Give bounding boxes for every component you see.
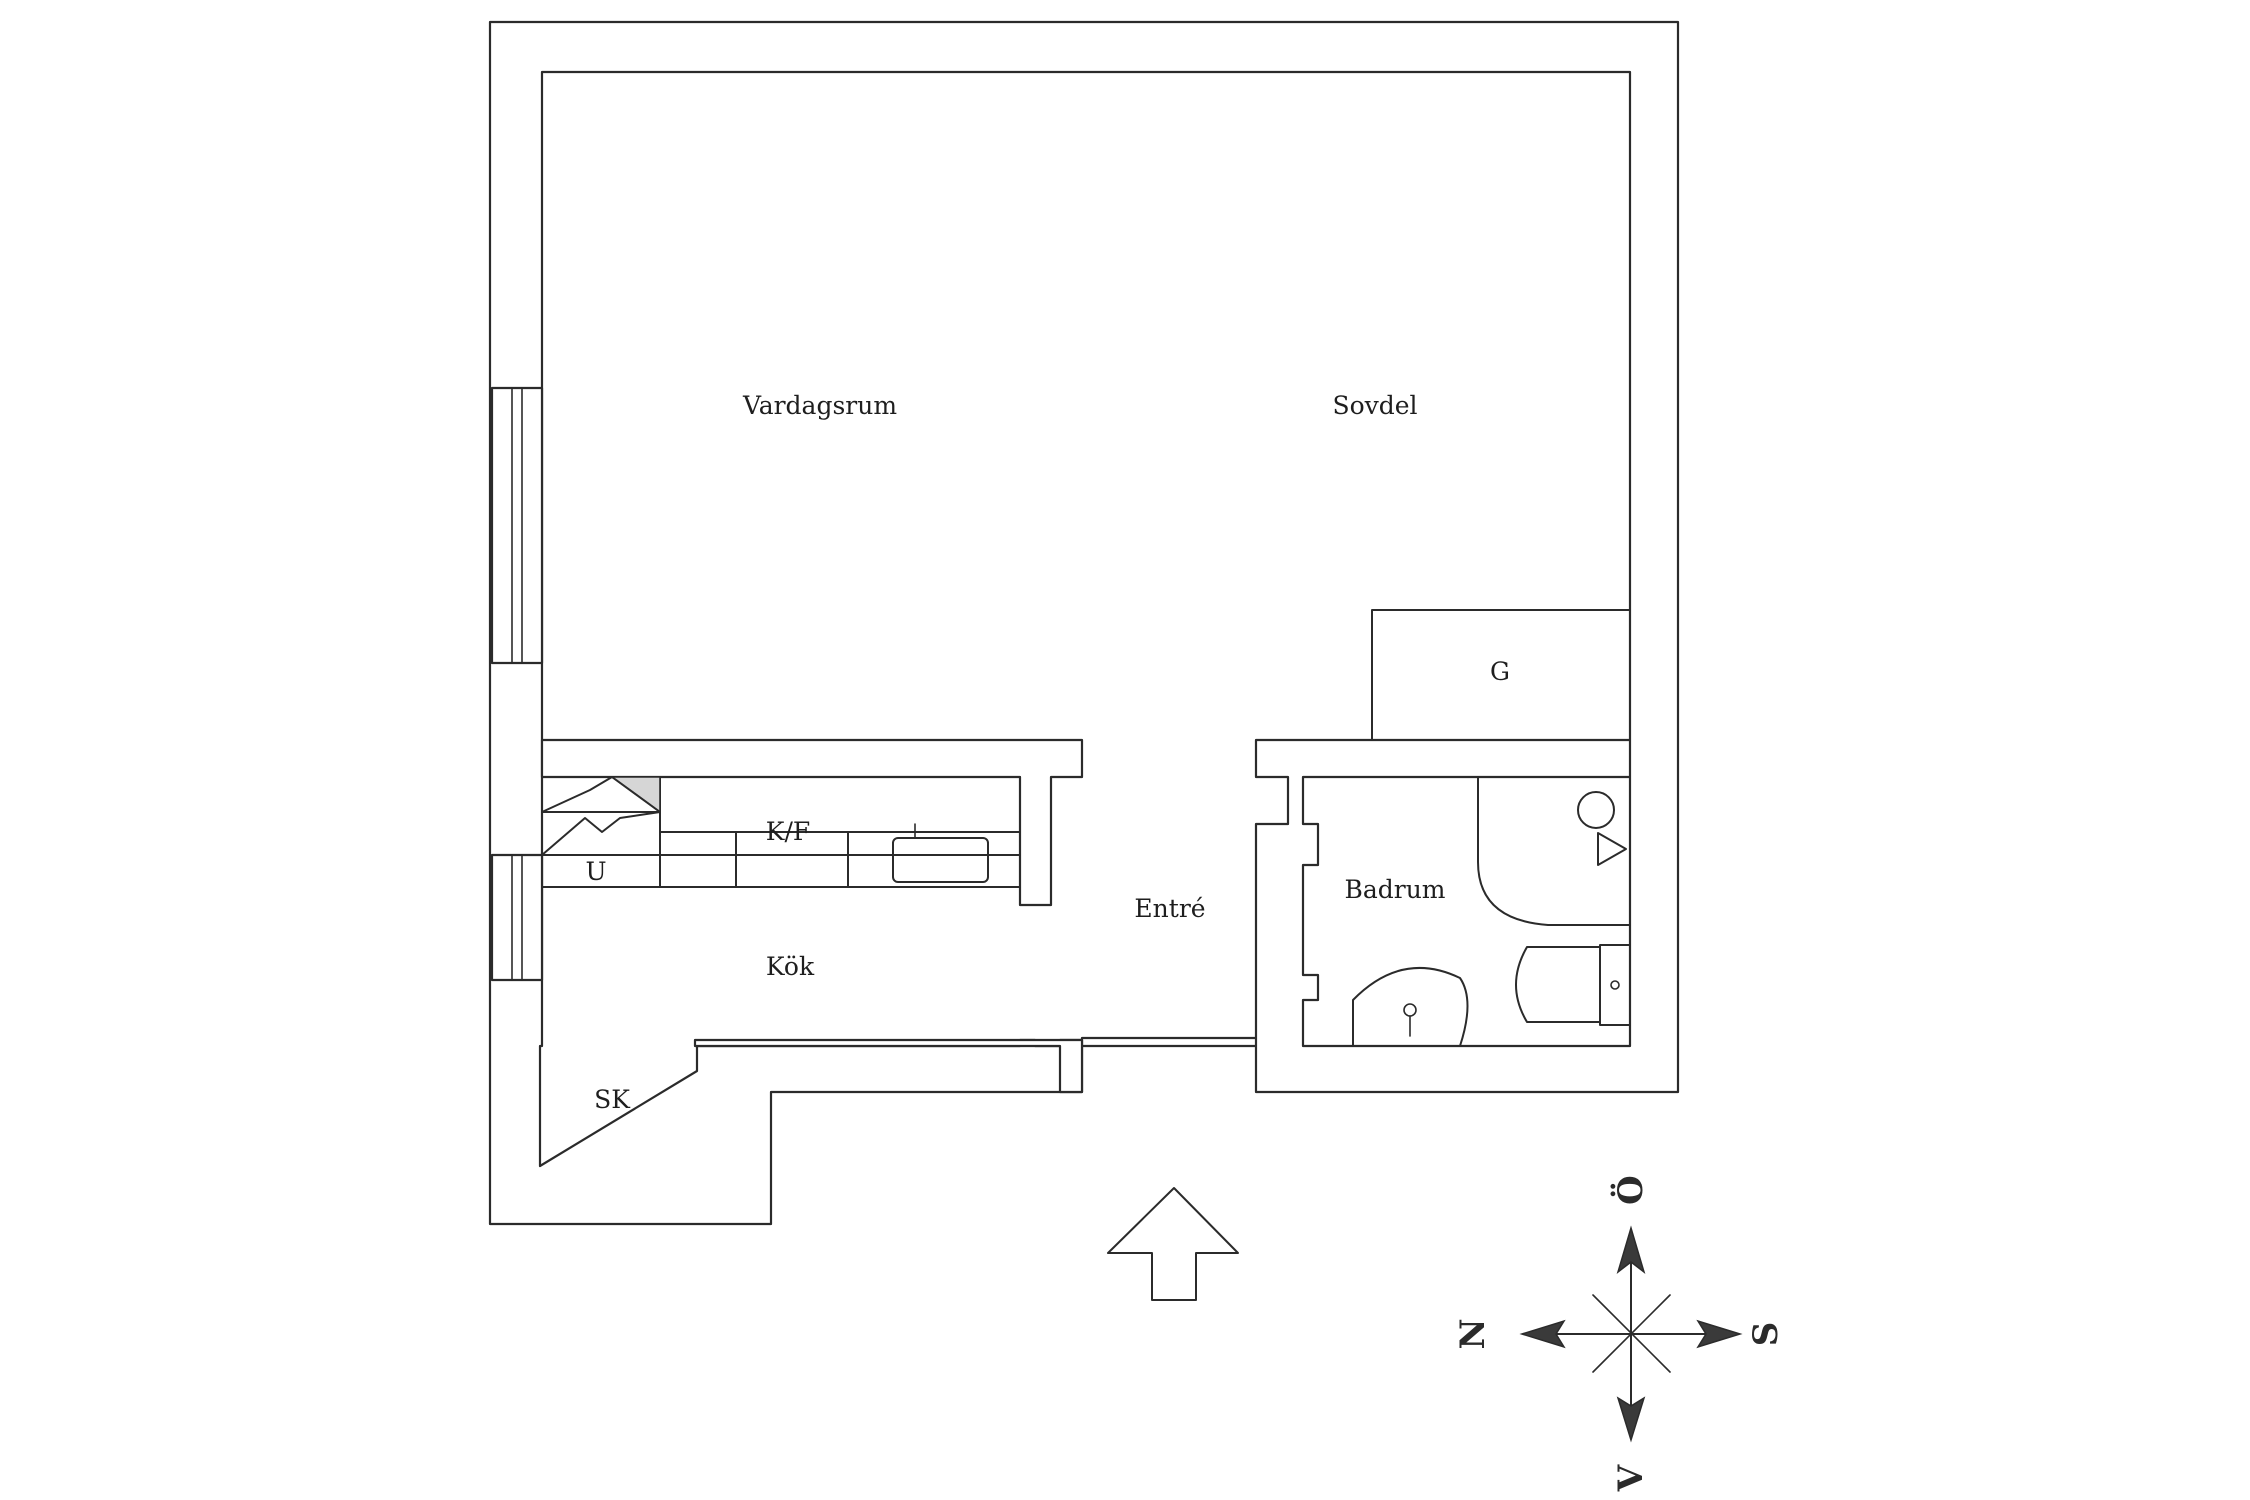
label-sovdel: Sovdel [1332, 391, 1417, 420]
label-u: U [585, 857, 606, 886]
compass-arrow-right [1696, 1319, 1743, 1349]
compass-rose: Ö N S V [1453, 1175, 1786, 1492]
label-badrum: Badrum [1344, 875, 1445, 904]
label-kok: Kök [766, 952, 815, 981]
window-west-upper [490, 386, 544, 665]
label-sk: SK [594, 1085, 631, 1114]
compass-arrow-left [1519, 1319, 1566, 1349]
compass-arrow-down [1616, 1396, 1646, 1443]
label-kf: K/F [766, 817, 810, 846]
window-west-lower [490, 853, 544, 982]
kitchen-sink [892, 837, 989, 883]
bathroom-shower [1477, 776, 1631, 926]
exterior-walls [488, 20, 1680, 1226]
kitchen-counter [541, 776, 1021, 888]
compass-north-letter: N [1453, 1318, 1493, 1349]
entrance-arrow [1107, 1187, 1239, 1301]
wall-kitchen-entre-south [693, 1038, 1084, 1094]
label-entre: Entré [1134, 894, 1205, 923]
bathroom-toilet [1515, 944, 1631, 1026]
bathroom-washbasin [1352, 967, 1469, 1047]
compass-east-letter: Ö [1610, 1175, 1651, 1205]
label-g: G [1490, 657, 1510, 686]
compass-south-letter: S [1746, 1322, 1786, 1347]
wall-living-kitchen [540, 738, 1084, 907]
wardrobe-g [1371, 609, 1631, 741]
compass-west-letter: V [1611, 1464, 1651, 1492]
compass-arrow-up [1616, 1225, 1646, 1275]
label-vardagsrum: Vardagsrum [742, 391, 897, 420]
